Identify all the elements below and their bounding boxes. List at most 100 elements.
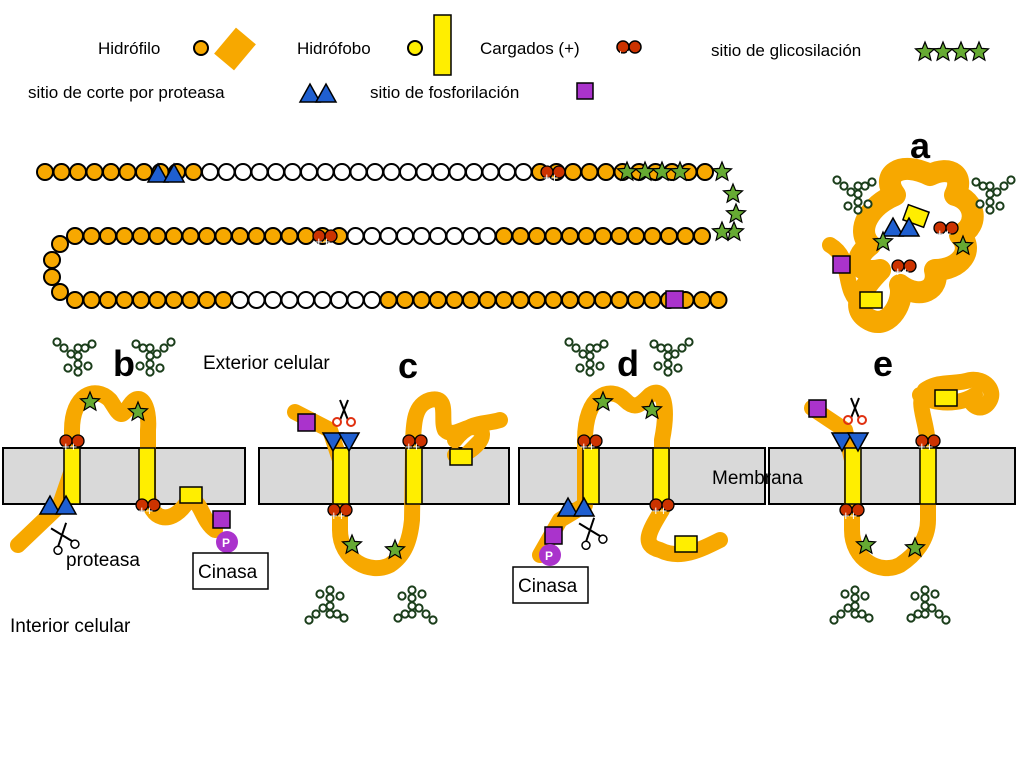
phosphate-badge (539, 544, 561, 566)
amino-acid-bead (465, 163, 483, 181)
star-icon (651, 160, 673, 182)
star-icon (592, 390, 614, 412)
star-icon (341, 533, 363, 555)
amino-acid-bead (165, 227, 183, 245)
panel-b: b ++ ++ P Cinasa proteasa (10, 337, 269, 590)
phospho-square-icon (212, 510, 231, 529)
charge-mark: ++ (62, 439, 77, 454)
amino-acid-bead (99, 227, 117, 245)
star-icon (616, 160, 638, 182)
amino-acid-bead (132, 227, 150, 245)
amino-acid-bead (43, 268, 61, 286)
scissors-icon (843, 397, 867, 425)
amino-acid-bead (696, 163, 714, 181)
amino-acid-bead (201, 163, 219, 181)
hydrophobic-segment-icon (433, 14, 452, 76)
amino-acid-bead (82, 227, 101, 245)
star-icon (384, 538, 406, 560)
amino-acid-bead (594, 227, 612, 245)
charge-mark: ++ (842, 508, 857, 523)
protease-label: proteasa (66, 550, 140, 571)
phospho-square-icon (297, 413, 316, 432)
amino-acid-chain: ++++ (36, 160, 747, 309)
amino-acid-bead (709, 291, 728, 309)
amino-acid-bead (247, 227, 266, 245)
amino-acid-bead (36, 163, 54, 181)
panel-a: a ++ ++ (822, 125, 1016, 333)
membrane-label: Membrana (712, 468, 803, 489)
amino-acid-bead (264, 291, 282, 309)
amino-acid-bead (462, 227, 480, 245)
membrane-b (2, 447, 246, 505)
amino-acid-bead (198, 227, 216, 245)
amino-acid-bead (511, 291, 530, 309)
amino-acid-bead (412, 227, 431, 245)
membranes (2, 447, 1016, 505)
scissors-icon (50, 522, 80, 556)
interior-label: Interior celular (10, 616, 131, 637)
amino-acid-bead (283, 163, 302, 181)
amino-acid-bead (379, 291, 398, 309)
amino-acid-bead (396, 291, 414, 309)
amino-acid-bead (399, 163, 417, 181)
protease-triangle-icon (298, 82, 338, 103)
phospho-square-icon (808, 399, 827, 418)
amino-acid-bead (43, 251, 61, 269)
amino-acid-bead (382, 163, 401, 181)
amino-acid-bead (514, 163, 533, 181)
amino-acid-bead (594, 291, 612, 309)
star-icon (904, 536, 926, 558)
amino-acid-bead (528, 227, 546, 245)
kinase-label: Cinasa (518, 576, 578, 597)
amino-acid-bead (379, 227, 398, 245)
amino-acid-bead (676, 227, 695, 245)
charge-mark: ++ (936, 226, 951, 241)
amino-acid-bead (544, 291, 563, 309)
charged-icon: ++ (616, 40, 642, 61)
star-icon (711, 220, 733, 242)
exterior-label: Exterior celular (203, 353, 330, 374)
amino-acid-bead (564, 163, 582, 181)
charge-mark: ++ (138, 503, 153, 518)
star-icon (855, 533, 877, 555)
amino-acid-bead (333, 163, 351, 181)
amino-acid-bead (511, 227, 530, 245)
amino-acid-bead (429, 227, 447, 245)
amino-acid-bead (561, 291, 579, 309)
amino-acid-bead (495, 291, 513, 309)
amino-acid-bead (643, 227, 662, 245)
star-icon (669, 160, 691, 182)
hydrophobic-circle-icon (407, 40, 423, 56)
svg-text:++: ++ (617, 47, 631, 61)
amino-acid-bead (217, 163, 236, 181)
amino-acid-bead (577, 291, 596, 309)
amino-acid-bead (363, 227, 381, 245)
amino-acid-bead (118, 163, 137, 181)
amino-acid-bead (51, 235, 69, 253)
amino-acid-bead (349, 163, 368, 181)
phospho-square-icon (576, 82, 594, 100)
amino-acid-bead (415, 163, 434, 181)
star-icon (952, 234, 974, 256)
panel-a-label: a (910, 125, 931, 166)
kinase-box (512, 566, 589, 604)
amino-acid-bead (346, 291, 365, 309)
amino-acid-bead (247, 291, 266, 309)
amino-acid-bead (280, 291, 299, 309)
amino-acid-bead (627, 227, 645, 245)
scissors-icon (578, 517, 608, 551)
star-icon (932, 40, 954, 62)
kinase-label: Cinasa (198, 562, 258, 583)
hydrophilic-segment-icon (214, 27, 256, 71)
amino-acid-bead (478, 227, 497, 245)
star-icon (914, 40, 936, 62)
star-icon (641, 398, 663, 420)
amino-acid-bead (313, 291, 332, 309)
amino-acid-bead (412, 291, 431, 309)
legend-charged-label: Cargados (+) (480, 39, 580, 58)
panel-d-label: d (617, 343, 639, 384)
amino-acid-bead (660, 227, 678, 245)
amino-acid-bead (66, 291, 84, 309)
star-icon (711, 160, 733, 182)
charge-mark: ++ (315, 234, 330, 249)
